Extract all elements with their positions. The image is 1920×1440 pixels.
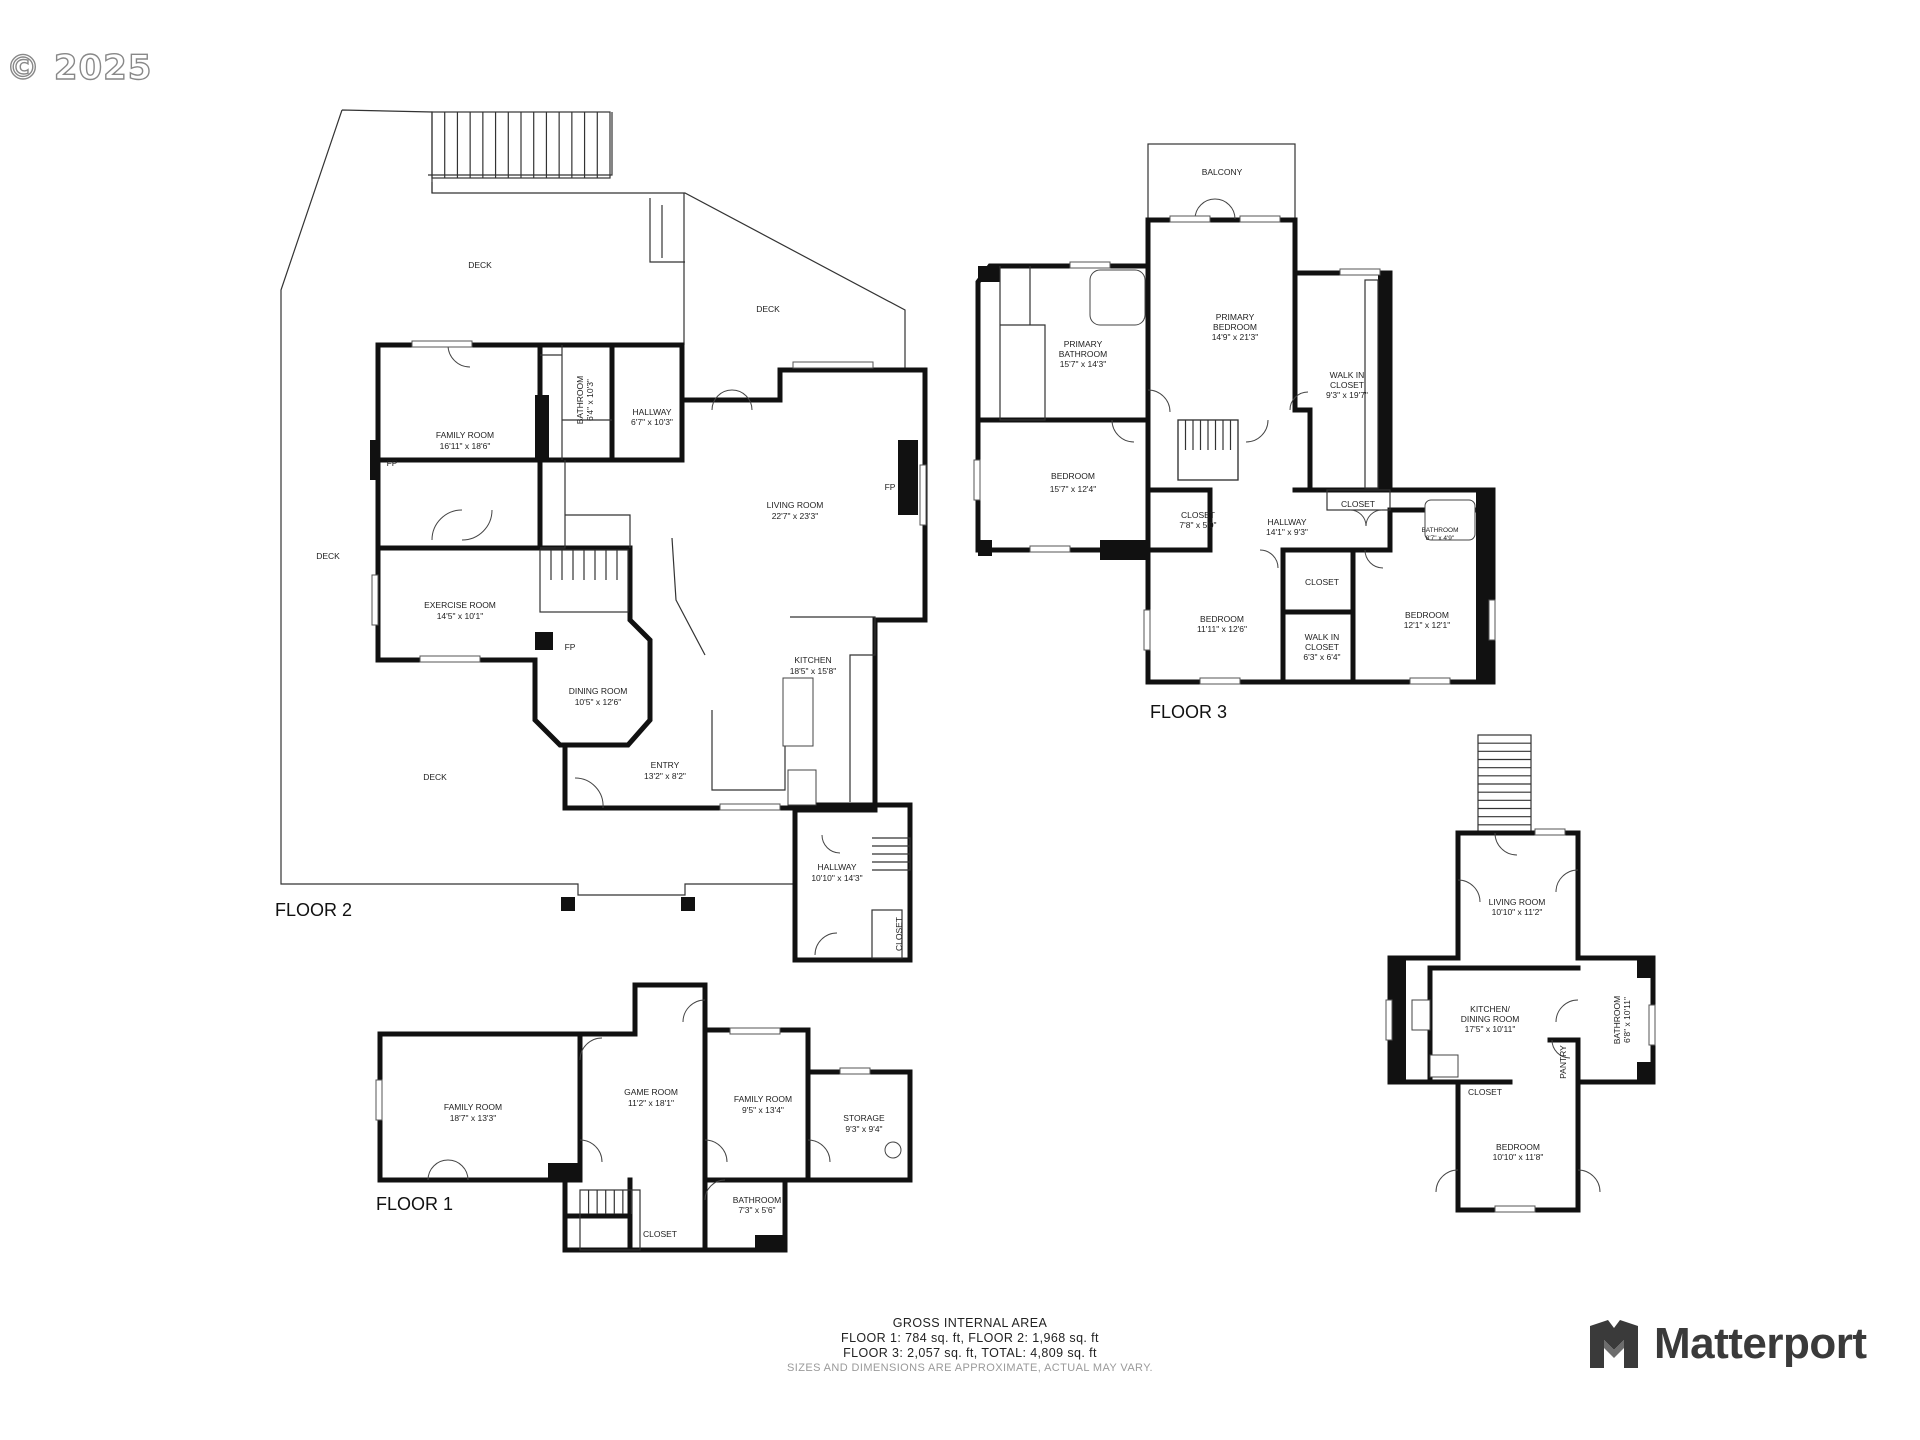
- label-bedroom-center-dims: 11'11" x 12'6": [1197, 624, 1247, 634]
- wall-block: [535, 395, 549, 460]
- label-deck-left: DECK: [316, 551, 340, 561]
- label-bedroom-left: BEDROOM: [1051, 471, 1095, 481]
- label-family-room-small: FAMILY ROOM: [734, 1094, 792, 1104]
- adu-stove: [1429, 1054, 1459, 1078]
- fireplace-living: [898, 440, 918, 515]
- fireplace-dining: [535, 632, 553, 650]
- label-closet-vertical: CLOSET: [894, 917, 904, 951]
- label-hallway-3-dims: 14'1" x 9'3": [1266, 527, 1308, 537]
- label-deck-top: DECK: [468, 260, 492, 270]
- label-kitchen: KITCHEN: [794, 655, 831, 665]
- matterport-logo-icon: [1590, 1320, 1638, 1368]
- label-adu-pantry: PANTRY: [1558, 1045, 1568, 1079]
- label-closet-1: CLOSET: [643, 1229, 677, 1239]
- floor-3-plan: [973, 143, 1496, 685]
- floor-1-label: FLOOR 1: [376, 1194, 453, 1214]
- label-kitchen-dims: 18'5" x 15'8": [790, 666, 837, 676]
- label-family-room-dims: 16'11" x 18'6": [440, 441, 491, 451]
- label-hallway-3: HALLWAY: [1267, 517, 1306, 527]
- adu-sink: [1411, 999, 1431, 1031]
- floor-2-plan: [280, 109, 928, 963]
- label-storage-dims: 9'3" x 9'4": [845, 1124, 882, 1134]
- fireplace-family: [370, 440, 378, 480]
- label-hallway-top: HALLWAY: [632, 407, 671, 417]
- label-closet-upper: CLOSET: [1341, 499, 1375, 509]
- copyright-watermark: © 2025: [5, 47, 153, 88]
- label-adu-bathroom: BATHROOM6'8" x 10'11": [1612, 996, 1632, 1044]
- label-exercise-room: EXERCISE ROOM: [424, 600, 496, 610]
- label-closet-small-dims: 7'8" x 5'0": [1179, 520, 1216, 530]
- label-family-room-big-dims: 18'7" x 13'3": [450, 1113, 497, 1123]
- gia-note: SIZES AND DIMENSIONS ARE APPROXIMATE, AC…: [787, 1362, 1153, 1374]
- deck-outline: [280, 109, 906, 896]
- label-balcony: BALCONY: [1202, 167, 1243, 177]
- gross-internal-area: GROSS INTERNAL AREA FLOOR 1: 784 sq. ft,…: [720, 1316, 1220, 1376]
- label-game-room-dims: 11'2" x 18'1": [628, 1098, 674, 1108]
- label-game-room: GAME ROOM: [624, 1087, 678, 1097]
- label-entry: ENTRY: [651, 760, 680, 770]
- gia-title: GROSS INTERNAL AREA: [892, 1316, 1048, 1330]
- gia-line-2: FLOOR 3: 2,057 sq. ft, TOTAL: 4,809 sq. …: [843, 1346, 1097, 1360]
- label-closet-small: CLOSET: [1181, 510, 1215, 520]
- label-dining-room-dims: 10'5" x 12'6": [575, 697, 622, 707]
- label-bedroom-left-dims: 15'7" x 12'4": [1050, 484, 1097, 494]
- label-adu-living-room: LIVING ROOM: [1489, 897, 1546, 907]
- kitchen-appliance: [787, 769, 817, 806]
- label-family-room: FAMILY ROOM: [436, 430, 494, 440]
- label-adu-living-room-dims: 10'10" x 11'2": [1492, 907, 1543, 917]
- label-bathroom-1-dims: 7'3" x 5'6": [738, 1205, 775, 1215]
- label-bedroom-right: BEDROOM: [1405, 610, 1449, 620]
- floor-3-label: FLOOR 3: [1150, 702, 1227, 722]
- bathtub: [1089, 269, 1146, 326]
- floor-1-plan: [375, 982, 913, 1253]
- label-deck-upper-right: DECK: [756, 304, 780, 314]
- label-storage: STORAGE: [843, 1113, 885, 1123]
- label-hallway-bottom: HALLWAY: [817, 862, 856, 872]
- adu-plan: [1385, 734, 1656, 1213]
- label-dining-room: DINING ROOM: [569, 686, 628, 696]
- label-exercise-room-dims: 14'5" x 10'1": [437, 611, 484, 621]
- label-adu-bedroom-dims: 10'10" x 11'8": [1493, 1152, 1544, 1162]
- floor-2-label: FLOOR 2: [275, 900, 352, 920]
- label-entry-dims: 13'2" x 8'2": [644, 771, 686, 781]
- label-bedroom-center: BEDROOM: [1200, 614, 1244, 624]
- matterport-wordmark: Matterport: [1654, 1319, 1867, 1368]
- label-bathroom-1: BATHROOM: [733, 1195, 781, 1205]
- label-hallway-top-dims: 6'7" x 10'3": [631, 417, 673, 427]
- label-adu-closet: CLOSET: [1468, 1087, 1502, 1097]
- label-family-room-big: FAMILY ROOM: [444, 1102, 502, 1112]
- label-deck-bottom: DECK: [423, 772, 447, 782]
- room-labels: DECK DECK DECK DECK FAMILY ROOM 16'11" x…: [275, 167, 1632, 1239]
- label-bathroom-vertical: BATHROOM6'4" x 10'3": [575, 376, 595, 424]
- bathtub-small: [1424, 499, 1476, 541]
- label-fp-living: FP: [885, 482, 896, 492]
- label-closet-mid: CLOSET: [1305, 577, 1339, 587]
- water-heater: [884, 1141, 902, 1159]
- label-family-room-small-dims: 9'5" x 13'4": [742, 1105, 784, 1115]
- label-living-room: LIVING ROOM: [767, 500, 824, 510]
- matterport-brand: Matterport: [1588, 1318, 1867, 1370]
- kitchen-island: [782, 677, 814, 747]
- gia-line-1: FLOOR 1: 784 sq. ft, FLOOR 2: 1,968 sq. …: [841, 1331, 1099, 1345]
- balcony-outline: [1147, 143, 1296, 220]
- label-hallway-bottom-dims: 10'10" x 14'3": [811, 873, 862, 883]
- label-fp-dining: FP: [565, 642, 576, 652]
- label-fp-family: FP: [387, 458, 398, 468]
- label-adu-bedroom: BEDROOM: [1496, 1142, 1540, 1152]
- label-bedroom-right-dims: 12'1" x 12'1": [1404, 620, 1451, 630]
- label-living-room-dims: 22'7" x 23'3": [772, 511, 819, 521]
